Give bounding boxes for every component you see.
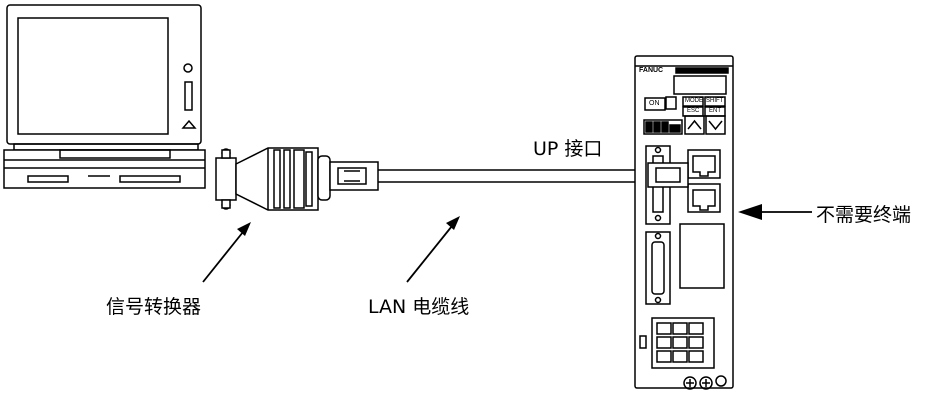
- drive-brand-text: FANUC: [639, 67, 664, 74]
- up-port-label: UP 接口: [533, 138, 603, 160]
- drive-esc-key: ESC: [687, 108, 700, 114]
- lan-cable-label: LAN 电缆线: [368, 296, 470, 318]
- drive-shift-key: SHIFT: [706, 98, 724, 104]
- drive-ent-key: ENT: [709, 108, 721, 114]
- lan-cable-illustration: [329, 161, 664, 191]
- laptop-computer-illustration: [3, 4, 206, 189]
- rj45-plug-at-drive: [647, 162, 689, 188]
- no-terminator-label: 不需要终端: [816, 204, 912, 226]
- signal-converter-label: 信号转换器: [106, 296, 202, 318]
- drive-mode-key: MODE: [685, 98, 703, 104]
- signal-converter-illustration: [215, 147, 331, 211]
- annotation-arrows: [202, 204, 812, 283]
- drive-on-led-label: ON: [649, 100, 660, 107]
